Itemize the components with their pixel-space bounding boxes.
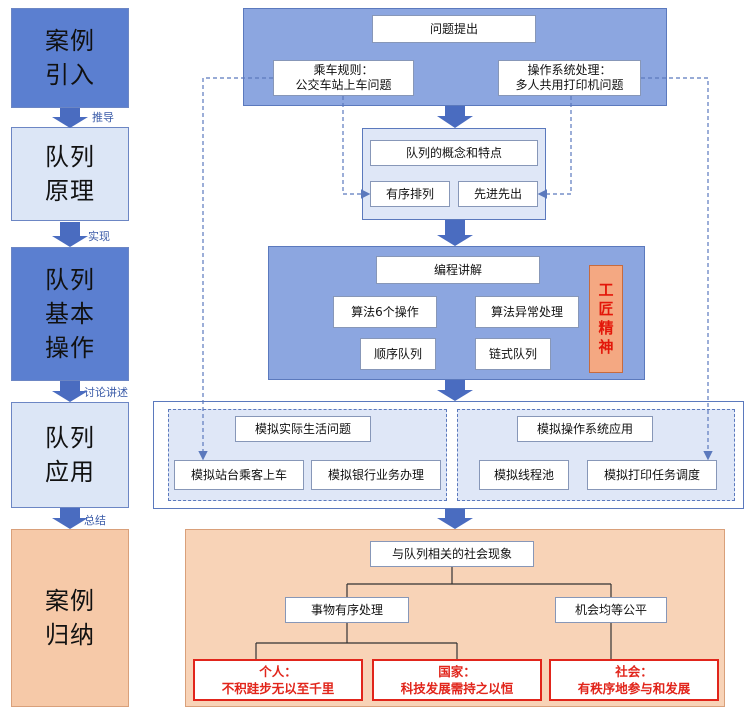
algorithm-six-operations: 算法6个操作 bbox=[333, 296, 437, 328]
simulate-print-scheduling: 模拟打印任务调度 bbox=[587, 460, 717, 490]
craftsman-spirit-tag: 工 匠 精 神 bbox=[589, 265, 623, 373]
left-arrow-1 bbox=[52, 108, 88, 128]
stage-case-summary: 案例 归纳 bbox=[11, 529, 129, 707]
problem-shared-printer: 操作系统处理： 多人共用打印机问题 bbox=[498, 60, 641, 96]
left-arrow-4 bbox=[52, 508, 88, 529]
left-arrow-3 bbox=[52, 381, 88, 402]
slogan-social: 社会： 有秩序地参与和发展 bbox=[549, 659, 719, 701]
flow-arrow-concept-programming bbox=[437, 220, 473, 246]
equal-opportunity-branch: 机会均等公平 bbox=[555, 597, 667, 623]
transition-label-discuss: 讨论讲述 bbox=[84, 386, 128, 399]
simulate-bank-service: 模拟银行业务办理 bbox=[311, 460, 441, 490]
transition-label-implement: 实现 bbox=[88, 230, 110, 243]
problem-title: 问题提出 bbox=[372, 15, 536, 43]
flow-arrow-problem-concept bbox=[437, 106, 473, 128]
flow-arrow-programming-application bbox=[437, 380, 473, 401]
simulate-thread-pool: 模拟线程池 bbox=[479, 460, 569, 490]
stage-queue-principle: 队列 原理 bbox=[11, 127, 129, 221]
stage-case-intro: 案例 引入 bbox=[11, 8, 129, 108]
transition-label-summarize: 总结 bbox=[84, 514, 106, 527]
os-simulation-title: 模拟操作系统应用 bbox=[517, 416, 653, 442]
linked-queue: 链式队列 bbox=[475, 338, 551, 370]
orderly-handling-branch: 事物有序处理 bbox=[285, 597, 409, 623]
stage-queue-basic-operations: 队列 基本 操作 bbox=[11, 247, 129, 381]
sequential-queue: 顺序队列 bbox=[360, 338, 436, 370]
programming-title: 编程讲解 bbox=[376, 256, 540, 284]
flow-arrow-application-summary bbox=[437, 509, 473, 529]
simulate-station-boarding: 模拟站台乘客上车 bbox=[174, 460, 304, 490]
stage-queue-application: 队列 应用 bbox=[11, 402, 129, 508]
real-life-simulation-title: 模拟实际生活问题 bbox=[235, 416, 371, 442]
concept-ordered-arrangement: 有序排列 bbox=[370, 181, 450, 207]
transition-label-derive: 推导 bbox=[92, 111, 114, 124]
slogan-personal: 个人： 不积跬步无以至千里 bbox=[193, 659, 363, 701]
social-phenomena-title: 与队列相关的社会现象 bbox=[370, 541, 534, 567]
algorithm-exception-handling: 算法异常处理 bbox=[475, 296, 579, 328]
concept-title: 队列的概念和特点 bbox=[370, 140, 538, 166]
concept-fifo: 先进先出 bbox=[458, 181, 538, 207]
left-arrow-2 bbox=[52, 222, 88, 247]
slogan-national: 国家： 科技发展需持之以恒 bbox=[372, 659, 542, 701]
problem-bus-boarding: 乘车规则： 公交车站上车问题 bbox=[273, 60, 414, 96]
